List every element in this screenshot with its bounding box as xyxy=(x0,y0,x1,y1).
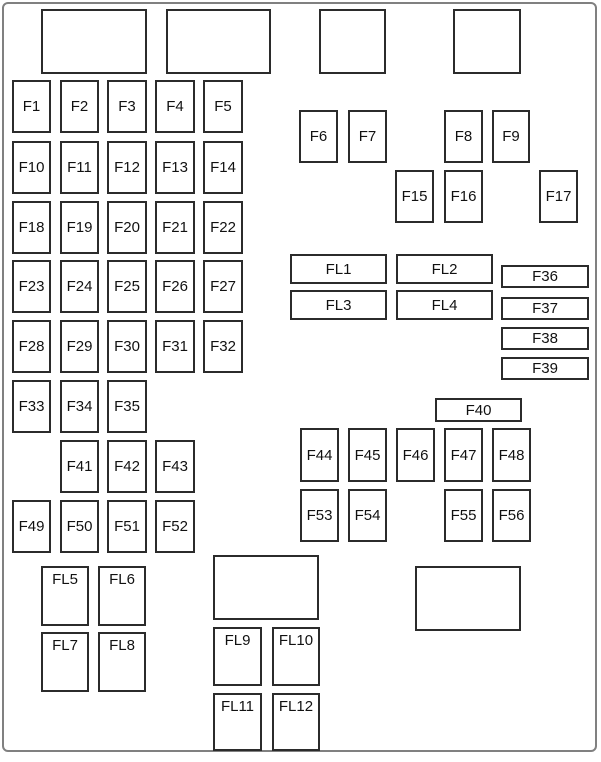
fuse-f3: F3 xyxy=(107,80,147,133)
unlabeled-block-top-2 xyxy=(166,9,271,74)
unlabeled-block-top-1 xyxy=(41,9,147,74)
fuse-f56: F56 xyxy=(492,489,531,542)
unlabeled-block-top-4 xyxy=(453,9,521,74)
fuse-f44: F44 xyxy=(300,428,339,482)
fuse-f17: F17 xyxy=(539,170,578,223)
fuse-f26: F26 xyxy=(155,260,195,313)
fuse-f42: F42 xyxy=(107,440,147,493)
fuse-fl10: FL10 xyxy=(272,627,320,686)
fuse-f12: F12 xyxy=(107,141,147,194)
fuse-f53: F53 xyxy=(300,489,339,542)
fuse-f47: F47 xyxy=(444,428,483,482)
fuse-f9: F9 xyxy=(492,110,530,163)
fuse-f36: F36 xyxy=(501,265,589,288)
fuse-fl8: FL8 xyxy=(98,632,146,692)
fuse-f7: F7 xyxy=(348,110,387,163)
fuse-f20: F20 xyxy=(107,201,147,254)
fuse-fl3: FL3 xyxy=(290,290,387,320)
fuse-f23: F23 xyxy=(12,260,51,313)
fuse-f24: F24 xyxy=(60,260,99,313)
fuse-f29: F29 xyxy=(60,320,99,373)
fuse-f15: F15 xyxy=(395,170,434,223)
fuse-f39: F39 xyxy=(501,357,589,380)
unlabeled-block-bottom-2 xyxy=(415,566,521,631)
fuse-fl5: FL5 xyxy=(41,566,89,626)
fuse-f6: F6 xyxy=(299,110,338,163)
fuse-f4: F4 xyxy=(155,80,195,133)
fuse-f22: F22 xyxy=(203,201,243,254)
fuse-fl12: FL12 xyxy=(272,693,320,751)
fuse-f18: F18 xyxy=(12,201,51,254)
fuse-f35: F35 xyxy=(107,380,147,433)
fuse-f27: F27 xyxy=(203,260,243,313)
fuse-f16: F16 xyxy=(444,170,483,223)
fuse-fl1: FL1 xyxy=(290,254,387,284)
fuse-f32: F32 xyxy=(203,320,243,373)
fuse-f52: F52 xyxy=(155,500,195,553)
fuse-f19: F19 xyxy=(60,201,99,254)
fuse-f2: F2 xyxy=(60,80,99,133)
fuse-fl11: FL11 xyxy=(213,693,262,751)
fuse-f30: F30 xyxy=(107,320,147,373)
fuse-f43: F43 xyxy=(155,440,195,493)
fuse-f11: F11 xyxy=(60,141,99,194)
fuse-f45: F45 xyxy=(348,428,387,482)
fuse-f13: F13 xyxy=(155,141,195,194)
fuse-fl6: FL6 xyxy=(98,566,146,626)
fuse-f37: F37 xyxy=(501,297,589,320)
unlabeled-block-bottom-1 xyxy=(213,555,319,620)
diagram-outline xyxy=(2,2,597,752)
fuse-fl2: FL2 xyxy=(396,254,493,284)
fuse-f38: F38 xyxy=(501,327,589,350)
fuse-f34: F34 xyxy=(60,380,99,433)
fuse-f55: F55 xyxy=(444,489,483,542)
fuse-f31: F31 xyxy=(155,320,195,373)
fuse-fl9: FL9 xyxy=(213,627,262,686)
fuse-fl4: FL4 xyxy=(396,290,493,320)
fuse-fl7: FL7 xyxy=(41,632,89,692)
fuse-f50: F50 xyxy=(60,500,99,553)
fuse-f54: F54 xyxy=(348,489,387,542)
fuse-f33: F33 xyxy=(12,380,51,433)
fuse-f41: F41 xyxy=(60,440,99,493)
unlabeled-block-top-3 xyxy=(319,9,386,74)
fuse-f25: F25 xyxy=(107,260,147,313)
fuse-f46: F46 xyxy=(396,428,435,482)
fuse-f21: F21 xyxy=(155,201,195,254)
fuse-f40: F40 xyxy=(435,398,522,422)
fuse-f48: F48 xyxy=(492,428,531,482)
fuse-f8: F8 xyxy=(444,110,483,163)
fuse-f10: F10 xyxy=(12,141,51,194)
fuse-f1: F1 xyxy=(12,80,51,133)
fuse-f5: F5 xyxy=(203,80,243,133)
fuse-f51: F51 xyxy=(107,500,147,553)
fuse-f14: F14 xyxy=(203,141,243,194)
fuse-f28: F28 xyxy=(12,320,51,373)
fuse-f49: F49 xyxy=(12,500,51,553)
